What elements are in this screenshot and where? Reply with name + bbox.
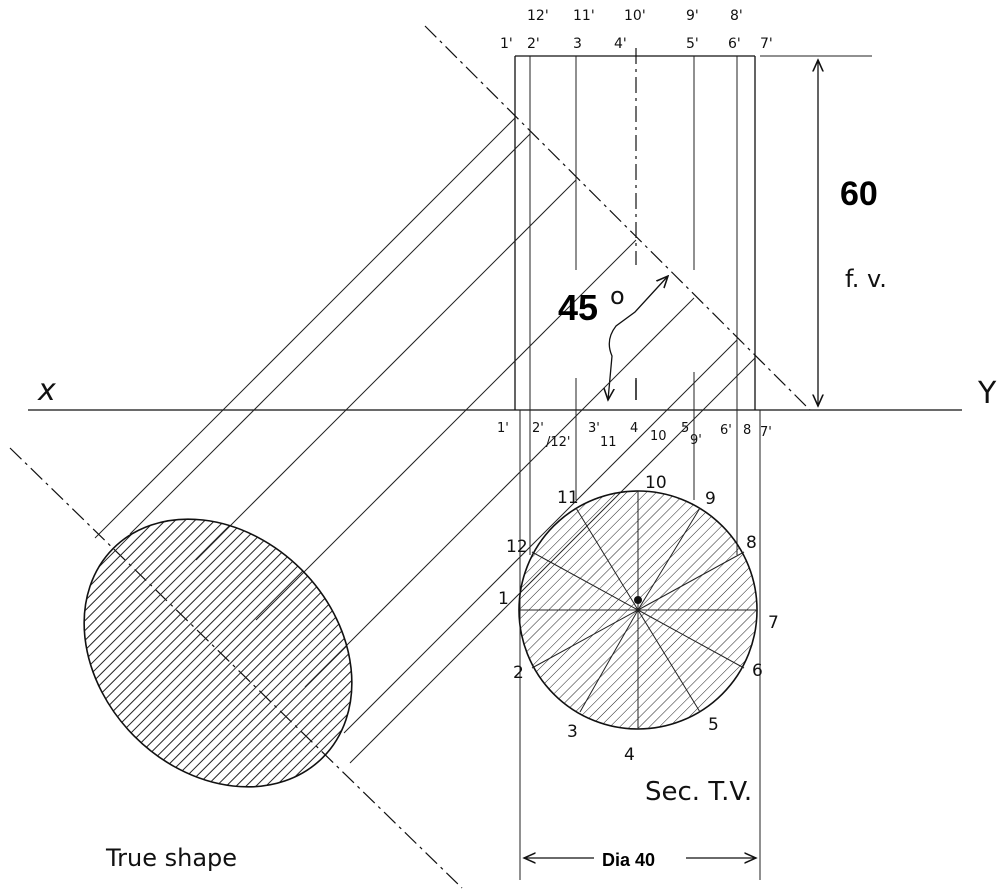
- fv-label: f. v.: [845, 265, 887, 293]
- xy-point-label: 4: [630, 421, 638, 436]
- circle-point-label: 12: [506, 537, 528, 557]
- projectors: [94, 117, 756, 764]
- angle-arc: [608, 276, 668, 400]
- y-label: Y: [977, 376, 997, 411]
- circle-point-label: 3: [567, 722, 578, 742]
- xy-point-label: 6': [720, 423, 732, 438]
- xy-point-label: 5: [681, 421, 689, 436]
- fv-top-label: 10': [624, 8, 646, 24]
- fv-bottom-label: 1': [500, 36, 513, 52]
- tv-projectors: [519, 410, 761, 880]
- fv-top-label: 12': [527, 8, 549, 24]
- xy-point-label: 10: [650, 429, 667, 444]
- xy-point-label: 7': [760, 425, 772, 440]
- circle-point-label: 4: [624, 745, 635, 765]
- circle-point-label: 6: [752, 661, 763, 681]
- fv-bottom-label: 3: [573, 36, 582, 52]
- circle-point-label: 5: [708, 715, 719, 735]
- circle-point-label: 8: [746, 533, 757, 553]
- circle-point-label: 7: [768, 613, 779, 633]
- fv-bottom-label: 7': [760, 36, 773, 52]
- sectional-top-view: [518, 490, 758, 730]
- xy-point-label: /12': [546, 435, 571, 450]
- xy-point-label: 11: [600, 435, 617, 450]
- fv-bottom-label: 2': [527, 36, 540, 52]
- fv-top-label: 9': [686, 8, 699, 24]
- xy-point-label: 1': [497, 421, 509, 436]
- x-label: x: [37, 373, 56, 408]
- circle-point-label: 2: [513, 663, 524, 683]
- sec-tv-label: Sec. T.V.: [645, 777, 752, 807]
- fv-bottom-label: 4': [614, 36, 627, 52]
- true-shape-label: True shape: [105, 844, 237, 872]
- fv-bottom-label: 5': [686, 36, 699, 52]
- circle-point-label: 9: [705, 489, 716, 509]
- section-plane: [424, 25, 811, 411]
- height-dimension: [760, 55, 872, 406]
- fv-top-label: 11': [573, 8, 595, 24]
- true-shape-axis: [9, 447, 463, 889]
- xy-point-label: 8: [743, 423, 751, 438]
- circle-point-label: 11: [557, 488, 579, 508]
- true-shape-ellipse: [83, 518, 353, 788]
- circle-point-label: 10: [645, 473, 667, 493]
- angle-label: 45: [558, 287, 598, 328]
- circle-point-label: 1: [498, 589, 509, 609]
- xy-point-label: 2': [532, 421, 544, 436]
- xy-point-label: 9': [690, 433, 702, 448]
- front-view: [514, 48, 756, 410]
- fv-bottom-label: 6': [728, 36, 741, 52]
- angle-unit: o: [610, 282, 625, 310]
- xy-point-label: 3': [588, 421, 600, 436]
- dim-60-label: 60: [840, 175, 878, 213]
- dia-label: Dia 40: [602, 850, 655, 870]
- fv-top-label: 8': [730, 8, 743, 24]
